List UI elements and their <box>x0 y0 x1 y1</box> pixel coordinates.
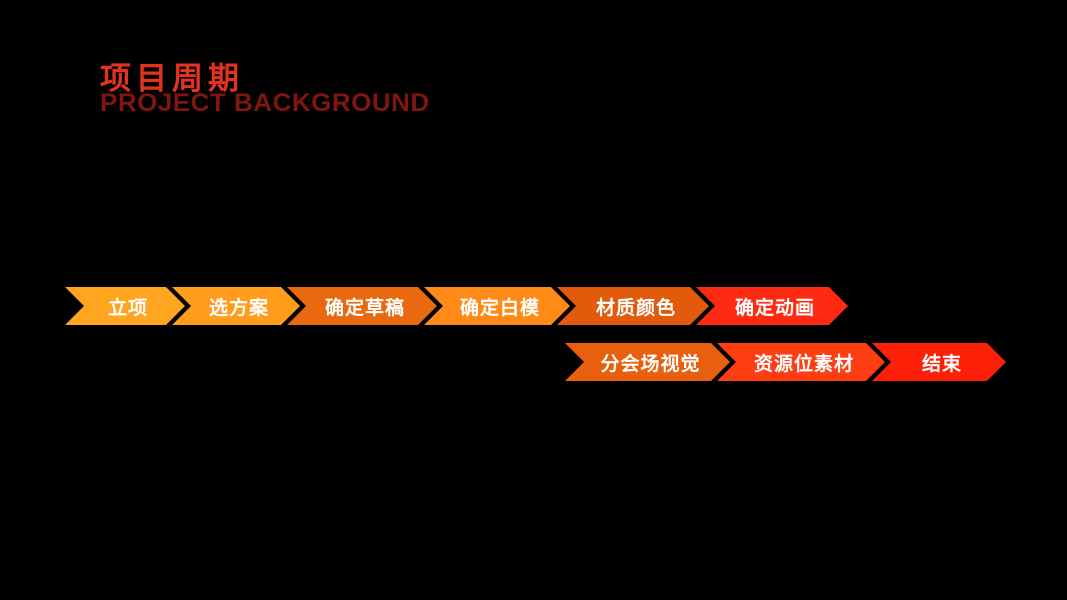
page-title: 项目周期 <box>100 61 244 96</box>
flow-step-label: 材质颜色 <box>595 297 676 319</box>
flow-row-1: 立项 选方案 确定草稿 确定白模 材质颜色 确定动画 <box>65 287 1025 325</box>
flow-row-2: 分会场视觉 资源位素材 结束 <box>565 343 1025 381</box>
page-subtitle: PROJECT BACKGROUND <box>100 88 430 117</box>
flow-step-label: 立项 <box>107 297 148 319</box>
flow-step-label: 结束 <box>921 353 962 375</box>
flow-step: 结束 <box>872 343 1006 381</box>
flow-step-label: 确定草稿 <box>324 297 405 319</box>
header: 项目周期 PROJECT BACKGROUND <box>100 61 430 119</box>
flow-step: 确定白模 <box>424 287 570 325</box>
flow-step: 立项 <box>65 287 185 325</box>
process-flow: 立项 选方案 确定草稿 确定白模 材质颜色 确定动画 分会场视觉 资源位素材 结束 <box>65 287 1025 381</box>
flow-step-label: 选方案 <box>208 297 269 319</box>
flow-step-label: 分会场视觉 <box>600 353 701 375</box>
flow-step: 分会场视觉 <box>565 343 730 381</box>
flow-step: 材质颜色 <box>557 287 709 325</box>
flow-step-label: 确定白模 <box>459 297 540 319</box>
flow-step-label: 确定动画 <box>734 297 815 319</box>
flow-step: 确定草稿 <box>287 287 437 325</box>
flow-step: 选方案 <box>172 287 300 325</box>
flow-step-label: 资源位素材 <box>753 353 854 375</box>
flow-step: 资源位素材 <box>717 343 885 381</box>
flow-step: 确定动画 <box>696 287 848 325</box>
